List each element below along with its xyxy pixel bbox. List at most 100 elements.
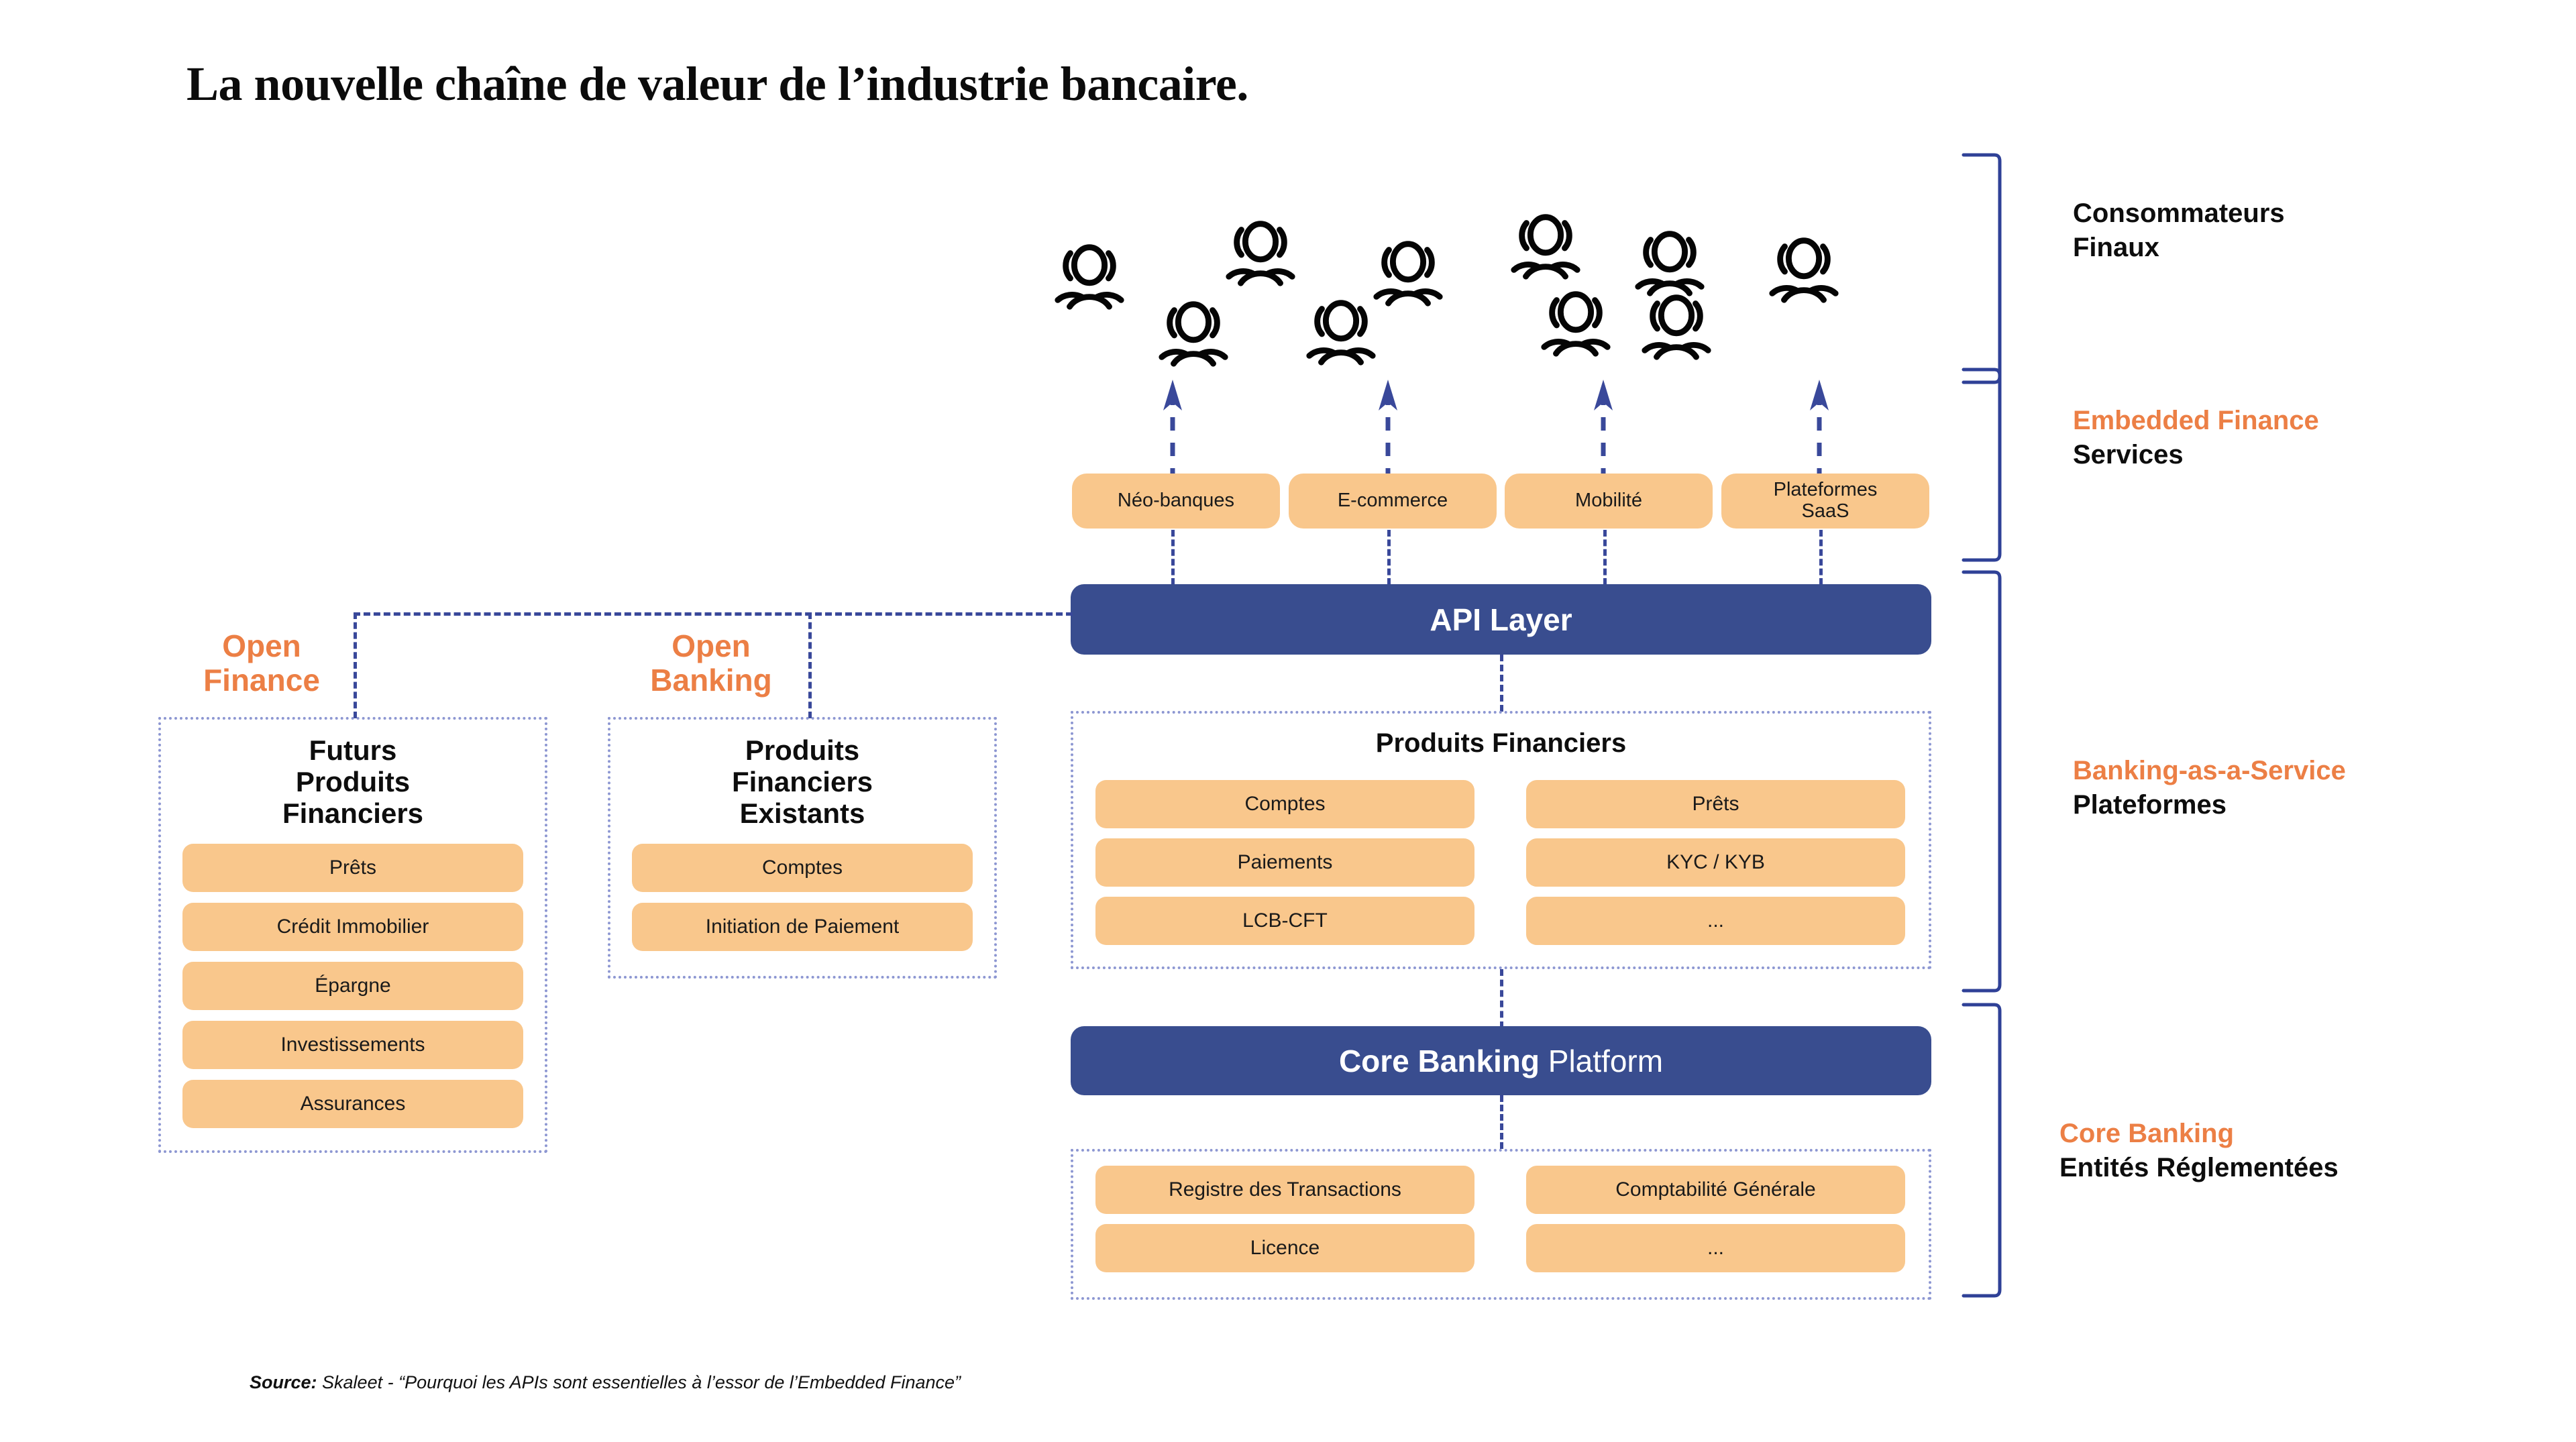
connector-ef-api-3 <box>1603 530 1607 585</box>
service-pill-label: Mobilité <box>1575 490 1642 512</box>
service-pill-mobilite[interactable]: Mobilité <box>1505 474 1713 529</box>
connector-openbanking-drop <box>808 612 812 718</box>
open-banking-badge-line1: Open <box>672 628 751 663</box>
product-pill-prets[interactable]: Prêts <box>1526 780 1905 828</box>
product-pill-label: ... <box>1707 909 1724 932</box>
panel-produits-financiers: Produits Financiers <box>1071 711 1931 969</box>
service-pill-label: Plateformes SaaS <box>1773 479 1878 522</box>
stage-label-accent: Banking-as-a-Service <box>2073 756 2346 785</box>
openfinance-pill-label: Assurances <box>300 1092 406 1115</box>
core-pill-label: Licence <box>1250 1236 1320 1259</box>
openfinance-pill-label: Investissements <box>280 1033 425 1056</box>
service-pill-neobanques[interactable]: Néo-banques <box>1072 474 1280 529</box>
stage-label-line1: Entités Réglementées <box>2059 1153 2339 1183</box>
product-pill-label: Comptes <box>1244 792 1326 815</box>
product-pill-paiements[interactable]: Paiements <box>1095 838 1474 887</box>
open-banking-badge-line2: Banking <box>650 662 772 698</box>
flow-arrow-up-mobilite <box>1589 376 1618 483</box>
product-pill-comptes[interactable]: Comptes <box>1095 780 1474 828</box>
service-pill-plateformes-saas[interactable]: Plateformes SaaS <box>1721 474 1929 529</box>
panel-title: Futurs Produits Financiers <box>282 734 424 830</box>
openfinance-pill-epargne[interactable]: Épargne <box>182 962 523 1010</box>
panel-title: Produits Financiers Existants <box>731 734 873 830</box>
core-banking-bold-label: Core Banking <box>1338 1043 1540 1078</box>
stage-label-line1: Consommateurs <box>2073 199 2285 228</box>
service-pill-label: E-commerce <box>1337 490 1448 512</box>
openfinance-pill-investissements[interactable]: Investissements <box>182 1021 523 1069</box>
connector-api-produits <box>1500 655 1503 712</box>
openbanking-pill-comptes[interactable]: Comptes <box>632 844 973 892</box>
core-banking-light-label: Platform <box>1540 1043 1664 1078</box>
core-pill-more[interactable]: ... <box>1526 1224 1905 1272</box>
users-group-icon <box>1637 288 1716 362</box>
openfinance-pill-assurances[interactable]: Assurances <box>182 1080 523 1128</box>
product-pill-lcb-cft[interactable]: LCB-CFT <box>1095 897 1474 945</box>
stage-label-consommateurs: Consommateurs Finaux <box>2073 197 2285 265</box>
source-note: Source: Skaleet - “Pourquoi les APIs son… <box>250 1372 961 1393</box>
users-group-icon <box>1764 231 1843 305</box>
users-group-icon <box>1154 295 1233 369</box>
stage-label-accent: Embedded Finance <box>2073 406 2319 435</box>
connector-openfinance-drop <box>354 612 357 718</box>
users-group-icon <box>1506 208 1585 282</box>
stage-label-embedded-finance: Embedded Finance Services <box>2073 404 2319 472</box>
users-group-icon <box>1368 235 1448 309</box>
bracket-core-banking <box>1962 1003 2002 1298</box>
product-pill-more[interactable]: ... <box>1526 897 1905 945</box>
core-pill-comptabilite-generale[interactable]: Comptabilité Générale <box>1526 1166 1905 1214</box>
bracket-banking-as-a-service <box>1962 570 2002 993</box>
service-pill-label: Néo-banques <box>1117 490 1235 512</box>
product-pill-kyc-kyb[interactable]: KYC / KYB <box>1526 838 1905 887</box>
connector-produits-core <box>1500 969 1503 1028</box>
users-group-icon <box>1221 215 1300 288</box>
core-pill-label: ... <box>1707 1236 1724 1259</box>
open-banking-badge: Open Banking <box>631 629 792 697</box>
flow-arrow-up-ecommerce <box>1373 376 1403 483</box>
bracket-embedded-finance <box>1962 368 2002 562</box>
connector-ef-api-1 <box>1171 530 1175 585</box>
users-group-icon <box>1630 225 1709 298</box>
api-layer-bar[interactable]: API Layer <box>1071 584 1931 655</box>
openfinance-pill-label: Prêts <box>329 856 377 879</box>
openbanking-pill-initiation-paiement[interactable]: Initiation de Paiement <box>632 903 973 951</box>
openfinance-pill-label: Crédit Immobilier <box>276 915 429 938</box>
service-pill-ecommerce[interactable]: E-commerce <box>1289 474 1497 529</box>
flow-arrow-up-neobanques <box>1158 376 1187 483</box>
core-pill-licence[interactable]: Licence <box>1095 1224 1474 1272</box>
openbanking-pill-label: Initiation de Paiement <box>705 915 900 938</box>
openfinance-pill-prets[interactable]: Prêts <box>182 844 523 892</box>
connector-ef-api-4 <box>1819 530 1823 585</box>
stage-label-banking-as-a-service: Banking-as-a-Service Plateformes <box>2073 754 2346 822</box>
bracket-consommateurs <box>1962 153 2002 384</box>
connector-core-panel <box>1500 1095 1503 1149</box>
openbanking-pill-label: Comptes <box>761 856 843 879</box>
users-group-icon <box>1050 238 1129 312</box>
flow-arrow-up-plateformes-saas <box>1805 376 1834 483</box>
product-pill-label: KYC / KYB <box>1666 850 1765 873</box>
connector-openfinance-api <box>354 612 1073 616</box>
api-layer-label: API Layer <box>1430 602 1572 637</box>
panel-core-banking-entities <box>1071 1149 1931 1300</box>
stage-label-core-banking: Core Banking Entités Réglementées <box>2059 1117 2339 1185</box>
core-pill-registre-transactions[interactable]: Registre des Transactions <box>1095 1166 1474 1214</box>
stage-label-line1: Services <box>2073 440 2184 470</box>
stage-label-line2: Finaux <box>2073 233 2159 263</box>
openfinance-pill-credit-immobilier[interactable]: Crédit Immobilier <box>182 903 523 951</box>
panel-open-finance: Futurs Produits Financiers <box>158 717 547 1153</box>
openfinance-pill-label: Épargne <box>315 974 391 997</box>
source-label: Source: <box>250 1372 317 1392</box>
stage-label-line1: Plateformes <box>2073 790 2226 820</box>
page-title: La nouvelle chaîne de valeur de l’indust… <box>186 57 1248 111</box>
product-pill-label: LCB-CFT <box>1242 909 1328 932</box>
core-pill-label: Registre des Transactions <box>1169 1178 1401 1201</box>
product-pill-label: Prêts <box>1692 792 1739 815</box>
connector-ef-api-2 <box>1387 530 1391 585</box>
stage-label-accent: Core Banking <box>2059 1119 2235 1148</box>
open-finance-badge: Open Finance <box>188 629 335 697</box>
panel-title: Produits Financiers <box>1375 728 1627 758</box>
source-text: Skaleet - “Pourquoi les APIs sont essent… <box>317 1372 961 1392</box>
core-banking-platform-bar[interactable]: Core Banking Platform <box>1071 1026 1931 1095</box>
panel-open-banking: Produits Financiers Existants <box>608 717 997 979</box>
users-group-icon <box>1536 285 1615 359</box>
product-pill-label: Paiements <box>1237 850 1333 873</box>
